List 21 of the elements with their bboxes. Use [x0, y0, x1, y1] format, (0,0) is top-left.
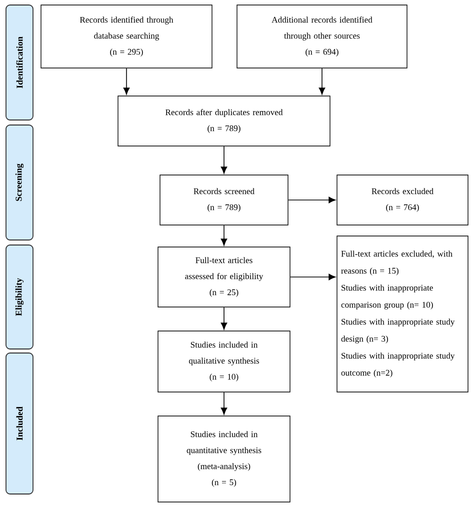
- process-box: Records screened (n = 789): [160, 174, 288, 226]
- phase-band: Screening: [6, 124, 34, 240]
- arrow: [220, 146, 228, 174]
- process-box: Full-text articles assessed for eligibility (n = 25): [158, 246, 290, 308]
- arrow: [318, 68, 326, 95]
- process-box: Studies included in quantitative synthesis (meta-analysis) (n = 5): [158, 416, 290, 502]
- process-box: Additional records identified through other sources (n = 694): [236, 4, 408, 68]
- arrow: [123, 68, 130, 95]
- process-box: Records identified through database searching (n = 295): [40, 4, 212, 68]
- arrow: [220, 392, 228, 415]
- phase-band: Included: [6, 352, 34, 494]
- process-box: Studies included in qualitative synthesis (n = 10): [158, 330, 290, 392]
- phase-band: Identification: [6, 4, 34, 120]
- arrow: [220, 306, 228, 330]
- process-box: Records after duplicates removed (n = 789): [118, 96, 330, 146]
- arrow: [290, 274, 336, 280]
- exclusion-box: Full-text articles excluded, with reasons (n = 15) Studies with inappropriate comparison group (n= 10) Studies with inappropriate study design (n= 3) Studies with inappropriate study outcome (n=2): [336, 236, 468, 392]
- arrow: [220, 224, 228, 246]
- arrow: [288, 196, 336, 204]
- process-box: Records excluded (n = 764): [336, 174, 468, 226]
- phase-band: Eligibility: [6, 244, 34, 350]
